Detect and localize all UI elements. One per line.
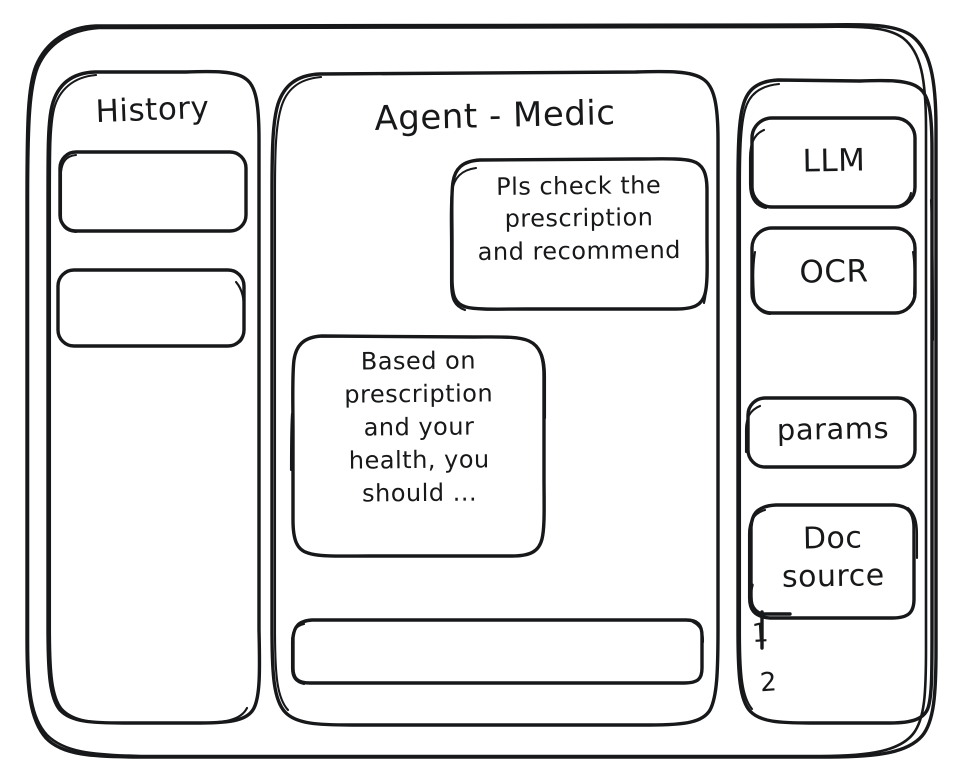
ocr-button-outline: [750, 226, 917, 316]
history-panel-outline: [46, 69, 262, 725]
user-message-bubble-outline: [449, 157, 709, 312]
history-panel: [48, 72, 259, 723]
agent-panel-outline: [270, 69, 720, 727]
history-item-1-outline: [58, 150, 248, 234]
params-button-outline: [744, 396, 917, 469]
agent-panel: [272, 74, 718, 725]
doc-source-connector: [748, 583, 792, 650]
tools-panel-outline: [736, 78, 935, 725]
composer-input-outline: [290, 618, 705, 686]
history-item-2-outline: [56, 268, 246, 348]
doc-source-card-outline: [747, 503, 919, 620]
agent-message-bubble-outline: [289, 334, 547, 558]
window-frame: [25, 22, 938, 759]
tools-panel: [738, 80, 932, 723]
llm-button-outline: [748, 116, 917, 210]
